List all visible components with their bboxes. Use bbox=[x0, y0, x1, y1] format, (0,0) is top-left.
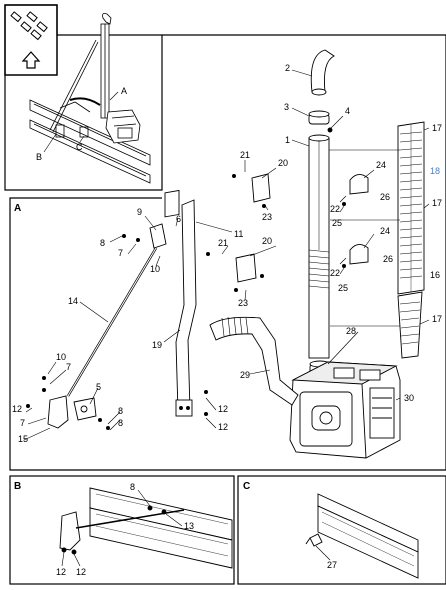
callout-23-lower: 23 bbox=[238, 298, 248, 308]
callout-12-bottom: 12 bbox=[218, 422, 228, 432]
callout-22-lower: 22 bbox=[330, 268, 340, 278]
overview-frame bbox=[4, 4, 163, 191]
panel-b-callout-12-right: 12 bbox=[76, 567, 86, 577]
callout-26-upper: 26 bbox=[380, 192, 390, 202]
callout-8-right-upper: 8 bbox=[118, 406, 123, 416]
callout-10-top: 10 bbox=[150, 264, 160, 274]
callout-12-mid: 12 bbox=[218, 404, 228, 414]
panel-b-callout-12-left: 12 bbox=[56, 567, 66, 577]
callout-4: 4 bbox=[345, 106, 350, 116]
callout-30: 30 bbox=[404, 393, 414, 403]
bracket-20-lower bbox=[235, 253, 257, 283]
bracket-plate-b bbox=[59, 511, 81, 551]
callout-20-lower: 20 bbox=[262, 236, 272, 246]
callout-25-upper: 25 bbox=[332, 218, 342, 228]
callout-3: 3 bbox=[284, 102, 289, 112]
overview-callout-b: B bbox=[36, 152, 42, 162]
leader-lines bbox=[23, 69, 430, 441]
overview-sketch bbox=[29, 13, 151, 184]
callout-23-upper: 23 bbox=[262, 212, 272, 222]
callout-29: 29 bbox=[240, 370, 250, 380]
panel-b-callout-8: 8 bbox=[130, 482, 135, 492]
panel-label-b: B bbox=[14, 481, 21, 492]
callout-15: 15 bbox=[18, 434, 28, 444]
callout-7-mid: 7 bbox=[66, 362, 71, 372]
callout-1: 1 bbox=[285, 135, 290, 145]
stack-tip bbox=[310, 49, 335, 93]
heat-shield-18 bbox=[397, 121, 425, 295]
panel-c-leader bbox=[315, 545, 331, 561]
callout-24-upper: 24 bbox=[376, 160, 386, 170]
panel-b-frame bbox=[9, 475, 235, 585]
callout-24-lower: 24 bbox=[380, 226, 390, 236]
callout-2: 2 bbox=[285, 63, 290, 73]
main-parts bbox=[47, 49, 425, 459]
panel-label-a: A bbox=[14, 203, 21, 214]
callout-6: 6 bbox=[176, 214, 181, 224]
panel-label-c: C bbox=[243, 481, 250, 492]
callout-22-upper: 22 bbox=[330, 204, 340, 214]
callout-26-lower: 26 bbox=[383, 254, 393, 264]
panel-b-parts bbox=[59, 487, 233, 569]
callout-10-bottom: 10 bbox=[56, 352, 66, 362]
callout-21-lower: 21 bbox=[218, 238, 228, 248]
callout-8-right-lower: 8 bbox=[118, 418, 123, 428]
callout-7-bottom: 7 bbox=[20, 418, 25, 428]
callout-17-mid: 17 bbox=[432, 198, 442, 208]
callout-5: 5 bbox=[96, 382, 101, 392]
callout-7-top: 7 bbox=[118, 248, 123, 258]
plate-15 bbox=[47, 395, 69, 429]
panel-c-parts bbox=[305, 493, 419, 579]
callout-17-top: 17 bbox=[432, 123, 442, 133]
panel-b-leaders bbox=[61, 489, 183, 567]
panel-c-frame bbox=[237, 475, 446, 585]
bracket-arm-19 bbox=[175, 199, 197, 413]
callout-28: 28 bbox=[346, 326, 356, 336]
overview-callout-c: C bbox=[76, 142, 83, 152]
bracket-20-upper bbox=[251, 173, 271, 203]
clamp-24-lower bbox=[349, 244, 369, 265]
clamp-24-upper bbox=[349, 174, 369, 195]
bracket-6 bbox=[164, 189, 180, 218]
bracket-9 bbox=[149, 223, 167, 249]
fasteners bbox=[26, 174, 346, 430]
callout-8-top: 8 bbox=[100, 238, 105, 248]
callout-25-lower: 25 bbox=[338, 283, 348, 293]
clip-27 bbox=[309, 533, 323, 547]
orientation-icon bbox=[10, 11, 48, 69]
callout-19: 19 bbox=[152, 340, 162, 350]
stack-flex-section bbox=[308, 249, 330, 289]
muffler-30 bbox=[289, 361, 401, 459]
main-frame bbox=[9, 34, 446, 471]
callout-9: 9 bbox=[137, 207, 142, 217]
callout-14: 14 bbox=[68, 296, 78, 306]
flex-hose-29 bbox=[221, 316, 249, 337]
callout-17-bottom: 17 bbox=[432, 314, 442, 324]
overview-callout-a: A bbox=[121, 86, 127, 96]
heat-shield-16 bbox=[397, 291, 423, 359]
callout-18: 18 bbox=[430, 166, 440, 176]
callout-20-upper: 20 bbox=[278, 158, 288, 168]
panel-c-callout-27: 27 bbox=[327, 560, 337, 570]
callout-16: 16 bbox=[430, 270, 440, 280]
callout-21-upper: 21 bbox=[240, 150, 250, 160]
callout-11: 11 bbox=[234, 229, 243, 239]
panel-b-callout-13: 13 bbox=[184, 521, 194, 531]
callout-12-left: 12 bbox=[12, 404, 22, 414]
